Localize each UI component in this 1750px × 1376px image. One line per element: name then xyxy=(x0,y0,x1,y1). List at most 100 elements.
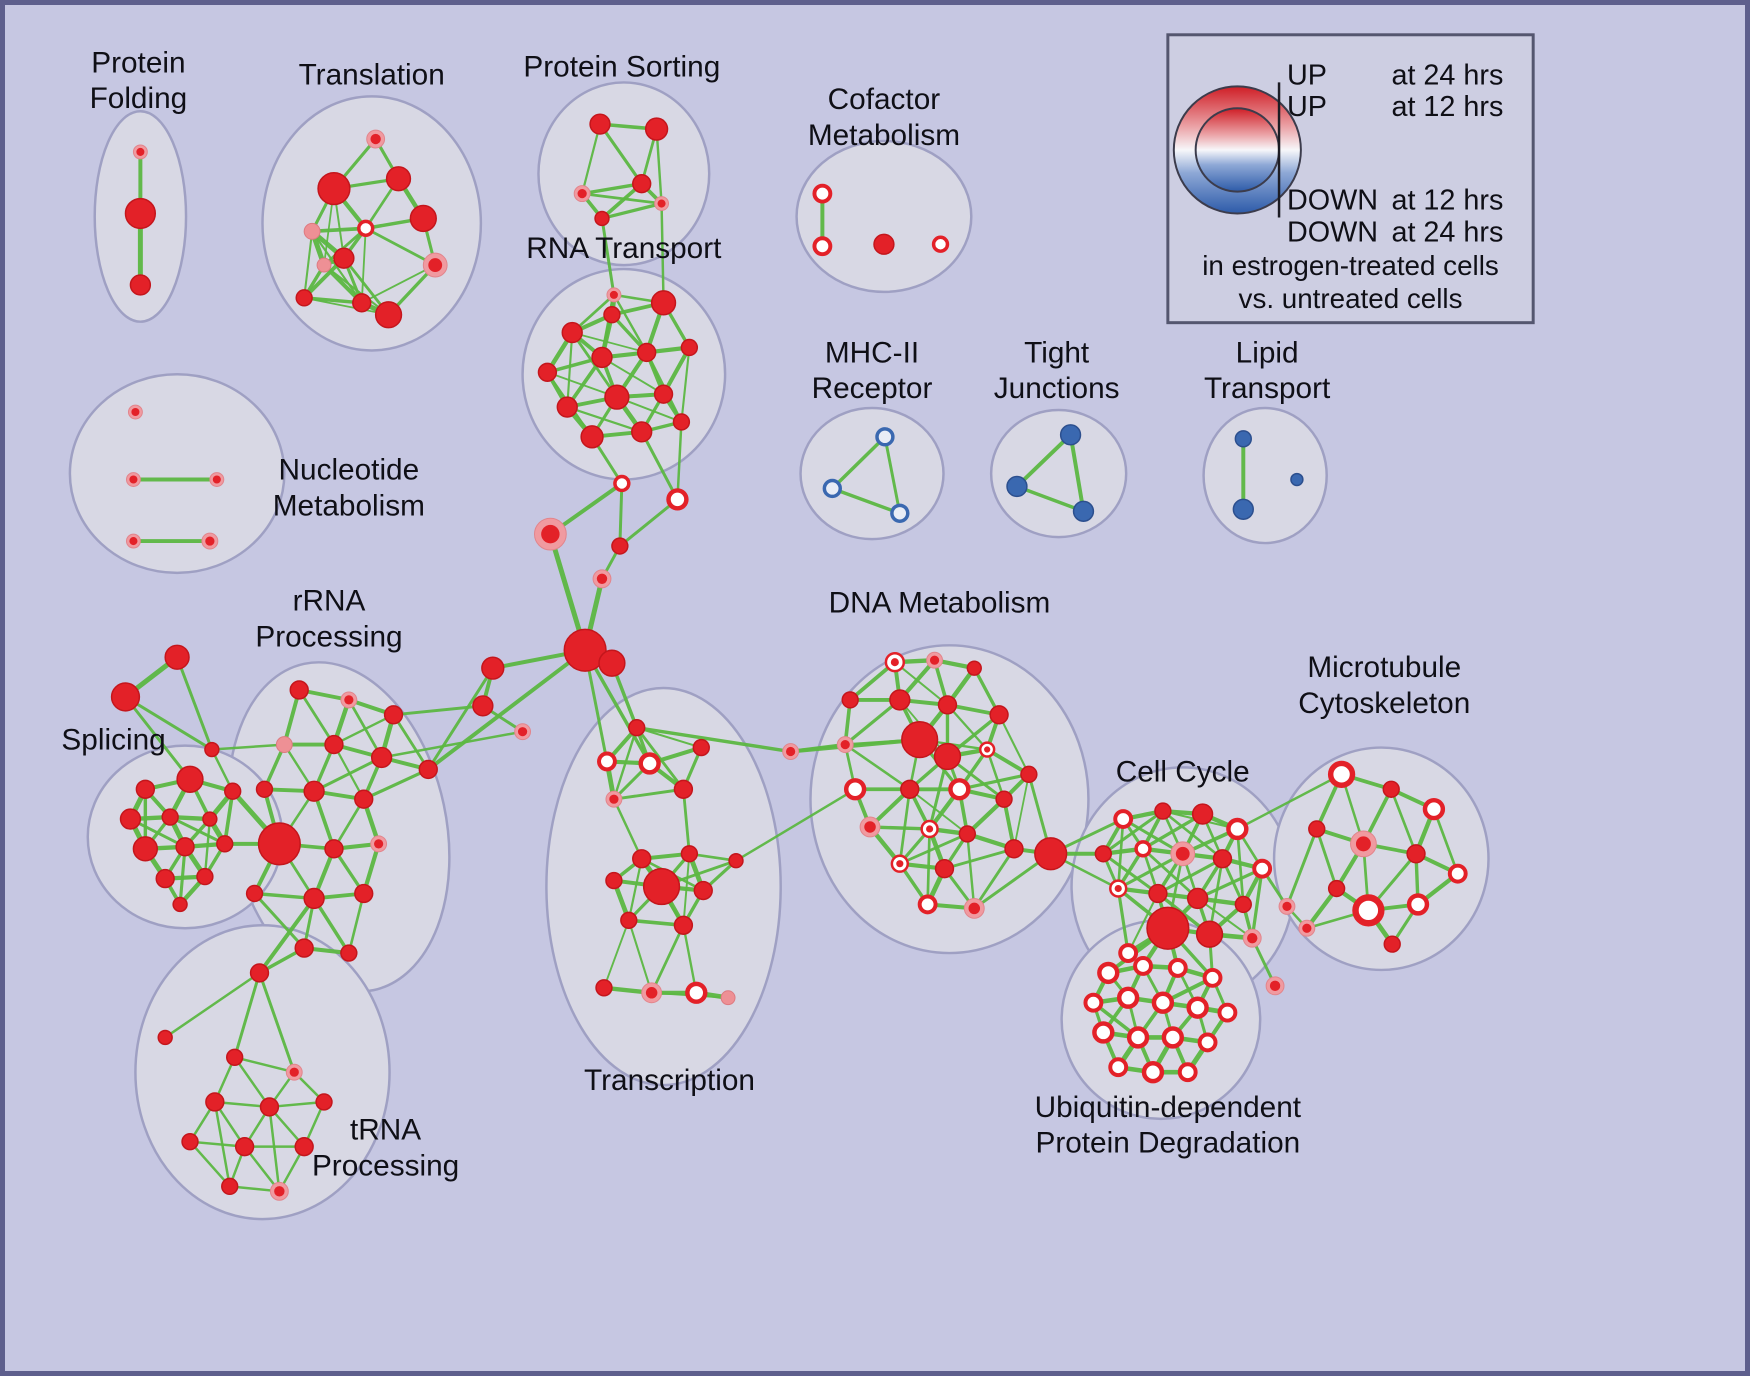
mhc-ii-receptor-node-bluering xyxy=(875,427,895,447)
rrna-processing-node-solid xyxy=(303,780,325,802)
rna-transport-node-solid xyxy=(650,290,677,316)
dna-metabolism-node-halo xyxy=(926,651,944,669)
ubiquitin-degradation-node-ring xyxy=(1217,1002,1238,1023)
transcription-node-solid xyxy=(692,738,710,757)
rrna-processing-node-solid xyxy=(383,705,404,725)
splicing-node-solid xyxy=(172,896,188,913)
microtubule-cytoskeleton-node-ring xyxy=(1327,760,1356,789)
rna-transport-node-solid xyxy=(672,413,691,431)
network-edge xyxy=(360,227,367,304)
tight-junctions-node-blue xyxy=(1072,500,1095,522)
transcription-node-solid xyxy=(673,779,694,799)
trna-processing-ellipse xyxy=(134,924,391,1221)
connectors-node-solid xyxy=(611,537,629,555)
network-edge xyxy=(734,788,857,862)
cofactor-metabolism-node-ring xyxy=(931,235,950,253)
splicing-node-solid xyxy=(176,765,204,793)
mhc-ii-receptor-label: MHC-II xyxy=(825,336,919,369)
trna-processing-node-solid xyxy=(226,1048,244,1066)
network-edge xyxy=(635,725,793,754)
translation-node-solid xyxy=(317,172,351,206)
connectors-node-solid xyxy=(110,682,141,712)
trna-processing-node-solid xyxy=(259,1097,280,1117)
network-edge xyxy=(1250,867,1264,940)
legend-time-label: at 24 hrs xyxy=(1391,59,1503,91)
cell-cycle-node-solid xyxy=(1146,906,1190,950)
network-edge xyxy=(322,226,368,267)
dna-metabolism-node-solid xyxy=(995,790,1013,808)
network-edge xyxy=(583,648,652,766)
network-edge xyxy=(1013,773,1030,850)
network-edge xyxy=(946,703,989,751)
trna-processing-label: Processing xyxy=(312,1149,459,1182)
network-edge xyxy=(312,896,351,955)
network-edge xyxy=(600,216,616,297)
network-edge xyxy=(1116,817,1125,890)
tight-junctions-node-blue xyxy=(1006,475,1028,498)
network-edge xyxy=(1389,787,1418,856)
protein-sorting-node-solid xyxy=(644,117,669,141)
cofactor-metabolism-ellipse xyxy=(795,139,973,294)
network-edge xyxy=(603,919,630,989)
dna-metabolism-node-halo xyxy=(963,897,985,919)
rrna-processing-label: Processing xyxy=(255,620,402,653)
nucleotide-metabolism-label: Nucleotide xyxy=(279,454,420,487)
lipid-transport-node-blue xyxy=(1234,430,1252,448)
transcription-node-solid xyxy=(693,880,713,901)
transcription-node-solid xyxy=(620,911,638,929)
ubiquitin-degradation-node-ring xyxy=(1092,1021,1115,1044)
tight-junctions-node-blue xyxy=(1059,424,1082,446)
dna-metabolism-node-solid xyxy=(901,721,939,759)
rna-transport-node-halo xyxy=(606,287,622,303)
cell-cycle-node-solid xyxy=(1195,920,1224,948)
legend-caption: vs. untreated cells xyxy=(1239,283,1463,314)
dna-metabolism-node-solid xyxy=(934,858,955,879)
ubiquitin-degradation-node-ring xyxy=(1141,1061,1165,1084)
dna-metabolism-node-ring xyxy=(948,778,971,801)
protein-folding-node-halo xyxy=(132,144,148,160)
transcription-label: Transcription xyxy=(584,1064,755,1097)
rrna-processing-node-solid xyxy=(294,938,314,958)
network-edge xyxy=(312,756,384,793)
nucleotide-metabolism-node-halo xyxy=(125,472,141,487)
network-edge xyxy=(957,772,1031,791)
cell-cycle-node-solid xyxy=(1186,887,1209,910)
dna-metabolism-node-solid xyxy=(1004,839,1024,859)
transcription-node-pink xyxy=(720,990,736,1006)
rna-transport-node-solid xyxy=(636,342,657,363)
network-edge xyxy=(627,919,653,994)
mhc-ii-receptor-node-bluering xyxy=(822,478,842,499)
legend-direction-label: DOWN xyxy=(1287,185,1378,217)
network-edge xyxy=(426,666,495,771)
mhc-ii-receptor-label: Receptor xyxy=(812,372,933,405)
splicing-node-solid xyxy=(216,835,234,853)
lipid-transport-label: Transport xyxy=(1204,372,1331,405)
network-edge xyxy=(893,661,949,706)
network-edge xyxy=(123,695,192,781)
microtubule-cytoskeleton-node-solid xyxy=(1406,844,1426,864)
tight-junctions-ellipse xyxy=(989,408,1128,539)
dna-metabolism-node-solid xyxy=(937,695,958,715)
ubiquitin-degradation-node-ring xyxy=(1197,1032,1218,1053)
network-edge xyxy=(303,296,390,316)
network-edge xyxy=(618,497,679,548)
cell-cycle-node-solid xyxy=(1212,849,1233,869)
translation-node-ring xyxy=(357,219,375,238)
trna-processing-node-solid xyxy=(234,1136,255,1157)
dna-metabolism-node-solid xyxy=(1020,765,1038,784)
network-edge xyxy=(1236,773,1343,831)
legend-caption: in estrogen-treated cells xyxy=(1202,250,1499,281)
cell-cycle-node-dot xyxy=(1109,879,1128,898)
network-edge xyxy=(650,923,685,995)
cell-cycle-node-ring xyxy=(1118,943,1139,963)
trna-processing-node-solid xyxy=(181,1132,199,1151)
network-edge xyxy=(1127,892,1159,955)
network-edge xyxy=(600,201,664,221)
network-edge xyxy=(966,832,976,910)
translation-node-halo xyxy=(422,252,448,278)
connectors-node-solid xyxy=(472,695,494,717)
dna-metabolism-node-halo xyxy=(836,736,854,754)
microtubule-cytoskeleton-label: Cytoskeleton xyxy=(1298,687,1470,720)
splicing-node-solid xyxy=(119,808,142,830)
